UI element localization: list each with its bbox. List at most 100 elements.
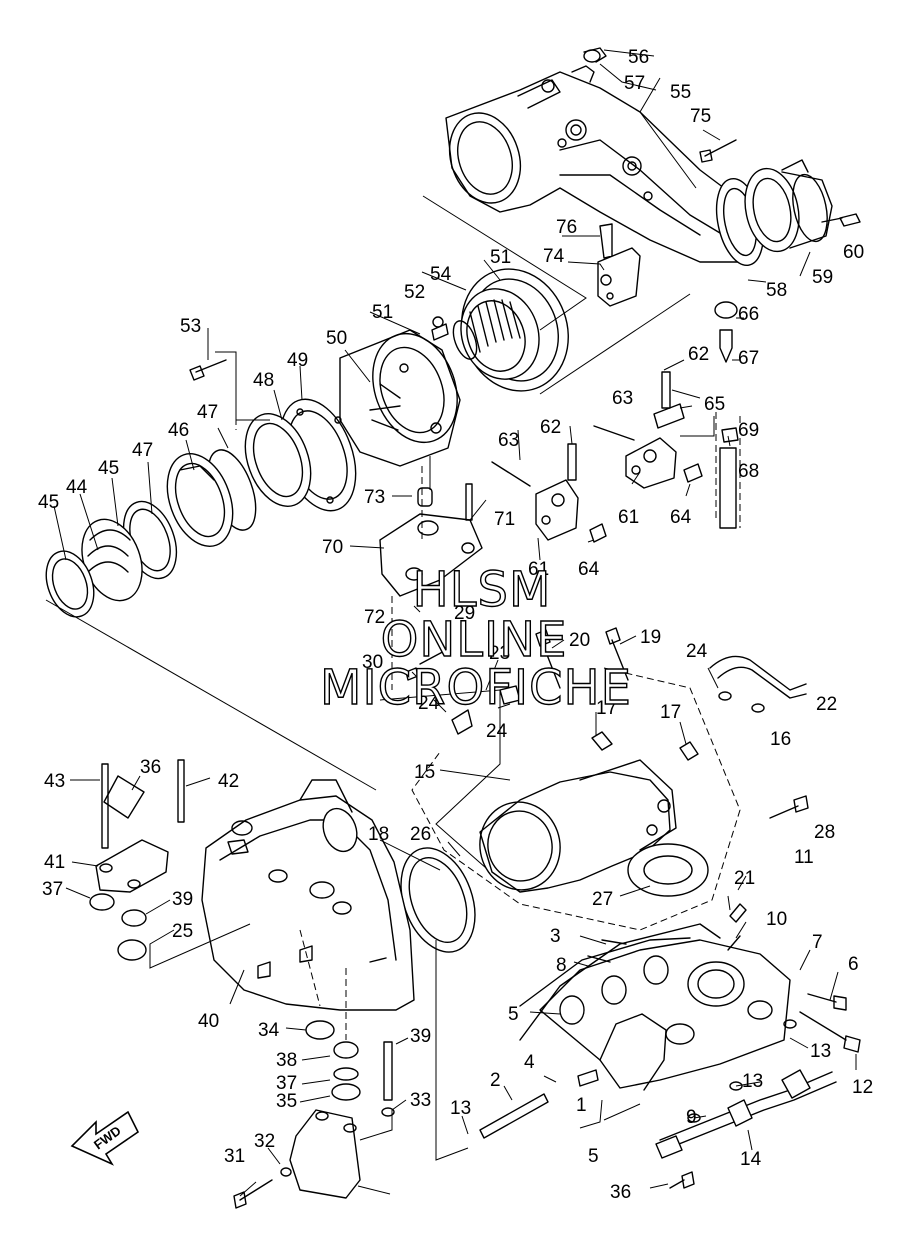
part-label: 13 bbox=[450, 1098, 471, 1119]
part-label: 44 bbox=[66, 477, 88, 498]
part-label: 63 bbox=[498, 430, 519, 451]
hoses-22-23-drawing bbox=[451, 655, 807, 735]
part-label: 66 bbox=[738, 304, 759, 325]
part-label: 41 bbox=[44, 852, 65, 873]
fwd-arrow-icon: FWD bbox=[70, 1110, 140, 1166]
part-label: 43 bbox=[44, 771, 65, 792]
part-label: 8 bbox=[556, 955, 567, 976]
part-label: 27 bbox=[592, 889, 613, 910]
part-label: 31 bbox=[224, 1146, 245, 1167]
part-label: 72 bbox=[364, 607, 385, 628]
part-label: 36 bbox=[140, 757, 161, 778]
part-label: 37 bbox=[276, 1073, 297, 1094]
part-label: 53 bbox=[180, 316, 201, 337]
part-label: 54 bbox=[430, 264, 452, 285]
part-label: 9 bbox=[686, 1107, 697, 1128]
part-label: 13 bbox=[810, 1041, 831, 1062]
watermark-line-3: MICROFICHE bbox=[320, 660, 632, 716]
watermark: HLSM ONLINE MICROFICHE bbox=[319, 561, 632, 716]
exhaust-chamber-drawing bbox=[445, 47, 761, 263]
part-label: 56 bbox=[628, 47, 649, 68]
part-label: 61 bbox=[618, 507, 639, 528]
part-label: 67 bbox=[738, 348, 759, 369]
part-label: 60 bbox=[843, 242, 864, 263]
leader-lines bbox=[45, 49, 857, 1197]
part-label: 58 bbox=[766, 280, 787, 301]
part-label: 5 bbox=[588, 1146, 599, 1167]
part-label: 39 bbox=[172, 889, 193, 910]
part-label: 34 bbox=[258, 1020, 280, 1041]
part-label: 16 bbox=[770, 729, 791, 750]
part-label: 40 bbox=[198, 1011, 219, 1032]
hose-clamps-drawing bbox=[45, 449, 257, 618]
part-label: 6 bbox=[848, 954, 859, 975]
water-lock-drawing bbox=[201, 779, 415, 1011]
muffler-body-drawing bbox=[339, 268, 569, 467]
mount-42-drawing bbox=[89, 759, 185, 961]
part-label: 69 bbox=[738, 420, 759, 441]
part-label: 51 bbox=[372, 302, 393, 323]
part-label: 30 bbox=[362, 652, 383, 673]
part-label: 52 bbox=[404, 282, 425, 303]
watermark-line-2: ONLINE bbox=[381, 612, 568, 668]
part-label: 49 bbox=[287, 350, 308, 371]
part-label: 37 bbox=[42, 879, 63, 900]
part-label: 36 bbox=[610, 1182, 631, 1203]
part-label: 20 bbox=[569, 630, 590, 651]
part-label: 22 bbox=[816, 694, 837, 715]
part-label: 18 bbox=[368, 824, 389, 845]
part-label: 47 bbox=[132, 440, 153, 461]
part-label: 3 bbox=[550, 926, 561, 947]
part-label: 7 bbox=[812, 932, 823, 953]
part-label: 42 bbox=[218, 771, 239, 792]
part-label: 45 bbox=[38, 492, 59, 513]
part-label: 28 bbox=[814, 822, 835, 843]
part-label: 64 bbox=[670, 507, 692, 528]
part-label: 55 bbox=[670, 82, 691, 103]
part-label: 4 bbox=[524, 1052, 535, 1073]
part-label: 48 bbox=[253, 370, 274, 391]
water-line-12-drawing bbox=[655, 1019, 837, 1189]
part-label: 47 bbox=[197, 402, 218, 423]
dashed-outlines bbox=[235, 352, 741, 1040]
part-label: 62 bbox=[688, 344, 709, 365]
part-label: 17 bbox=[596, 698, 617, 719]
part-label: 24 bbox=[686, 641, 708, 662]
part-label: 39 bbox=[410, 1026, 431, 1047]
part-label: 71 bbox=[494, 509, 515, 530]
bracket-74-drawing bbox=[597, 223, 641, 307]
part-label: 62 bbox=[540, 417, 561, 438]
part-label: 57 bbox=[624, 73, 645, 94]
part-label: 61 bbox=[528, 559, 549, 580]
brackets-61-drawing bbox=[491, 371, 703, 543]
part-label: 25 bbox=[172, 921, 193, 942]
part-label: 24 bbox=[486, 721, 508, 742]
part-label: 13 bbox=[742, 1071, 763, 1092]
part-label: 73 bbox=[364, 487, 385, 508]
part-label: 75 bbox=[690, 106, 711, 127]
part-label: 50 bbox=[326, 328, 347, 349]
part-label: 33 bbox=[410, 1090, 431, 1111]
part-label: 51 bbox=[490, 247, 511, 268]
part-label: 46 bbox=[168, 420, 189, 441]
part-label: 17 bbox=[660, 702, 681, 723]
part-label: 38 bbox=[276, 1050, 297, 1071]
part-label: 70 bbox=[322, 537, 343, 558]
part-label: 45 bbox=[98, 458, 119, 479]
flange-collar-drawing bbox=[244, 398, 357, 512]
part-label: 1 bbox=[576, 1095, 587, 1116]
part-label: 15 bbox=[414, 762, 435, 783]
part-label: 21 bbox=[734, 868, 755, 889]
part-label: 74 bbox=[543, 246, 565, 267]
part-label: 11 bbox=[794, 847, 814, 868]
part-label: 68 bbox=[738, 461, 759, 482]
exhaust-manifold-drawing bbox=[479, 731, 709, 897]
outlet-flange-drawing bbox=[715, 159, 861, 266]
part-label: 23 bbox=[489, 643, 510, 664]
part-label: 65 bbox=[704, 394, 725, 415]
manifold-1-drawing bbox=[479, 903, 861, 1139]
watermark-line-1: HLSM bbox=[413, 562, 552, 618]
